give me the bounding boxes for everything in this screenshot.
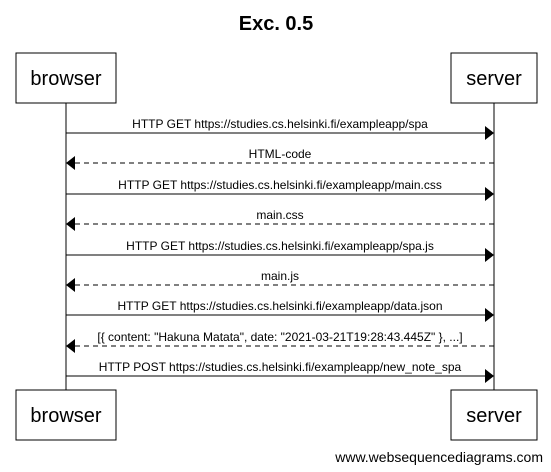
message-8: [{ content: "Hakuna Matata", date: "2021… [66,330,494,353]
participant-browser-top: browser [15,52,117,104]
message-label: HTTP GET https://studies.cs.helsinki.fi/… [132,117,428,131]
participant-box [450,52,538,104]
watermark: www.websequencediagrams.com [334,449,543,465]
participant-label: browser [30,68,101,90]
message-4: main.css [66,208,494,231]
participant-box [450,389,538,441]
message-label: HTTP GET https://studies.cs.helsinki.fi/… [117,299,442,313]
diagram-title: Exc. 0.5 [239,13,314,35]
arrow-head-icon [66,278,75,292]
message-5: HTTP GET https://studies.cs.helsinki.fi/… [66,239,494,262]
messages: HTTP GET https://studies.cs.helsinki.fi/… [66,117,494,383]
participant-server-top: server [450,52,538,104]
arrow-head-icon [485,126,494,140]
arrow-head-icon [485,248,494,262]
arrow-head-icon [485,308,494,322]
message-label: HTTP GET https://studies.cs.helsinki.fi/… [126,239,434,253]
message-label: HTTP POST https://studies.cs.helsinki.fi… [99,360,462,374]
participant-label: server [466,68,522,90]
arrow-head-icon [66,156,75,170]
message-6: main.js [66,269,494,292]
message-label: [{ content: "Hakuna Matata", date: "2021… [97,330,462,344]
arrow-head-icon [66,217,75,231]
participant-server-bottom: server [450,389,538,441]
message-7: HTTP GET https://studies.cs.helsinki.fi/… [66,299,494,322]
arrow-head-icon [485,187,494,201]
participant-box [15,52,117,104]
message-label: HTTP GET https://studies.cs.helsinki.fi/… [118,178,442,192]
participant-browser-bottom: browser [15,389,117,441]
participant-label: browser [30,405,101,427]
participant-box [15,389,117,441]
participant-label: server [466,405,522,427]
message-1: HTTP GET https://studies.cs.helsinki.fi/… [66,117,494,140]
message-label: main.css [256,208,303,222]
message-3: HTTP GET https://studies.cs.helsinki.fi/… [66,178,494,201]
arrow-head-icon [66,339,75,353]
message-2: HTML-code [66,147,494,170]
message-label: HTML-code [249,147,312,161]
arrow-head-icon [485,369,494,383]
message-label: main.js [261,269,299,283]
message-9: HTTP POST https://studies.cs.helsinki.fi… [66,360,494,383]
